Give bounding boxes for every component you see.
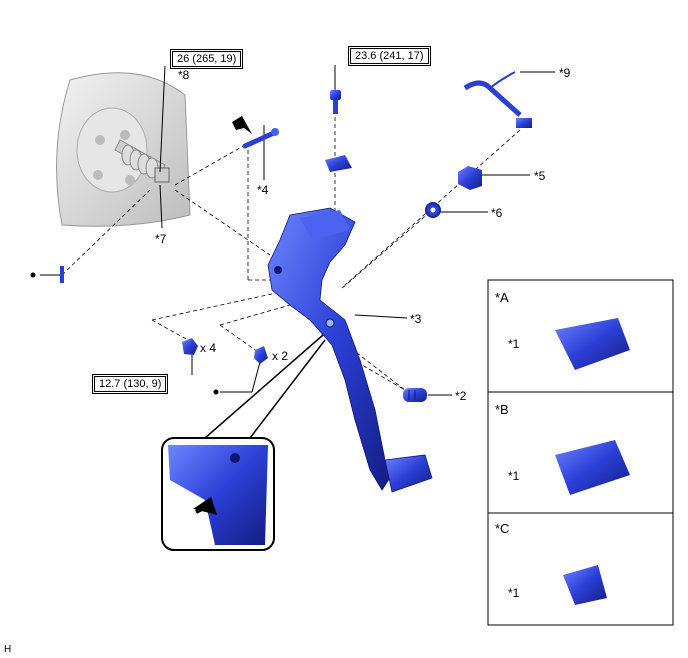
brake-booster <box>56 72 191 227</box>
pin <box>242 128 279 149</box>
torque-spec-nut: 12.7 (130, 9) <box>92 374 169 394</box>
detail-arrow-icon <box>193 496 218 515</box>
stop-light-switch <box>458 166 482 190</box>
quantity-x4: x 4 <box>200 341 217 355</box>
bolt-top <box>330 90 341 114</box>
grease-dot-left <box>30 272 36 278</box>
pedal-pad-insets <box>487 279 674 626</box>
pin-arrow-icon <box>232 116 252 134</box>
inset-a-title: *A <box>495 290 509 305</box>
corner-mark: H <box>4 644 12 655</box>
pedal-pad-c <box>563 565 607 605</box>
callout-7: *7 <box>155 232 167 246</box>
callout-2: *2 <box>455 389 467 403</box>
callout-4: *4 <box>257 183 269 197</box>
inset-c-title: *C <box>495 521 510 536</box>
pedal-pad-b <box>555 440 630 495</box>
inset-b-title: *B <box>495 402 509 417</box>
pedal-stopper <box>403 388 427 402</box>
nut-x2 <box>254 346 268 364</box>
inset-c-callout: *1 <box>508 586 520 600</box>
nut-x4 <box>182 338 198 355</box>
brake-pedal-assembly <box>267 207 433 493</box>
grease-dot-bottom <box>213 389 219 395</box>
callout-9: *9 <box>559 66 571 80</box>
inset-a-callout: *1 <box>508 337 520 351</box>
inset-b-callout: *1 <box>508 469 520 483</box>
callout-8: *8 <box>178 68 190 82</box>
pedal-pad-a <box>555 318 630 370</box>
callout-3: *3 <box>410 312 422 326</box>
quantity-x2: x 2 <box>272 349 289 363</box>
wire-harness <box>463 71 532 128</box>
torque-spec-booster-nut: 26 (265, 19) <box>170 49 244 69</box>
torque-spec-bolt: 23.6 (241, 17) <box>348 46 431 66</box>
callout-5: *5 <box>534 169 546 183</box>
detail-view <box>161 334 326 551</box>
callout-6: *6 <box>491 206 503 220</box>
clevis-clip <box>60 266 64 283</box>
clip-top <box>325 155 352 172</box>
